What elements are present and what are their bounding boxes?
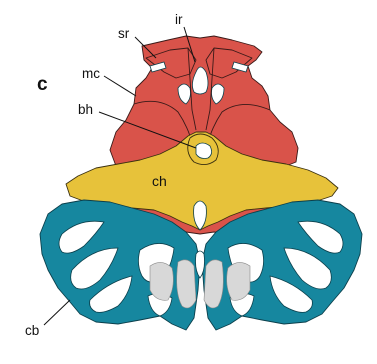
basihyal-foramen [196,143,212,159]
label-ir: ir [175,12,183,27]
leader-cb [44,300,70,325]
teal-cartilage-group [40,200,362,330]
grey-element-right-outer [227,262,250,300]
label-cb: cb [25,323,39,338]
grey-element-right-inner [204,260,223,308]
leader-mc [104,76,136,96]
grey-element-left-outer [150,262,173,300]
label-ch: ch [152,173,167,189]
panel-letter: c [37,74,48,95]
label-bh: bh [78,102,93,117]
label-mc: mc [82,66,100,81]
label-sr: sr [118,26,130,41]
grey-element-left-inner [177,260,196,308]
